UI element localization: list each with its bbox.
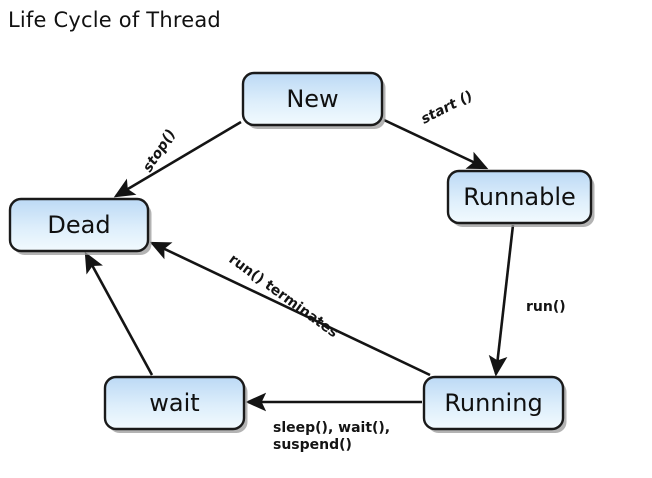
node-runnable[interactable]: Runnable [446, 169, 595, 227]
node-box-wait[interactable] [103, 375, 246, 431]
node-label-runnable: Runnable [463, 183, 576, 211]
edge-label-new-to-dead: stop() [140, 127, 179, 176]
page-title: Life Cycle of Thread [8, 8, 221, 32]
node-box-new[interactable] [241, 71, 384, 127]
edge-line-wait-to-dead [84, 251, 154, 376]
edge-running-to-dead [149, 241, 431, 377]
node-label-dead: Dead [47, 211, 110, 239]
edges-layer [84, 118, 515, 412]
node-label-wait: wait [149, 389, 199, 417]
node-label-new: New [286, 85, 338, 113]
edge-runnable-to-running [488, 224, 515, 377]
edge-label-line: stop() [140, 127, 179, 176]
edge-label-line: run() terminates [226, 251, 341, 341]
edge-line-new-to-runnable [383, 118, 489, 170]
node-box-running[interactable] [422, 375, 565, 431]
edge-label-running-to-wait: sleep(), wait(),suspend() [273, 420, 390, 453]
node-label-running: Running [444, 389, 542, 417]
edge-label-running-to-dead: run() terminates [226, 251, 341, 341]
node-running[interactable]: Running [422, 375, 567, 433]
edge-new-to-runnable [383, 118, 489, 170]
node-wait[interactable]: wait [103, 375, 248, 433]
edge-label-line: suspend() [273, 437, 352, 453]
node-box-runnable[interactable] [446, 169, 593, 225]
edge-line-runnable-to-running [488, 224, 515, 377]
edge-label-line: run() [526, 299, 566, 315]
edge-new-to-dead [113, 120, 242, 198]
edge-label-line: sleep(), wait(), [273, 420, 390, 436]
edge-label-new-to-runnable: start () [419, 88, 476, 128]
node-new[interactable]: New [241, 71, 386, 129]
edge-label-line: start () [419, 88, 476, 128]
node-box-dead[interactable] [8, 197, 150, 253]
edge-line-new-to-dead [113, 120, 242, 198]
node-dead[interactable]: Dead [8, 197, 152, 255]
edge-wait-to-dead [84, 251, 154, 376]
edge-label-runnable-to-running: run() [526, 299, 566, 315]
edge-line-running-to-dead [149, 241, 431, 377]
